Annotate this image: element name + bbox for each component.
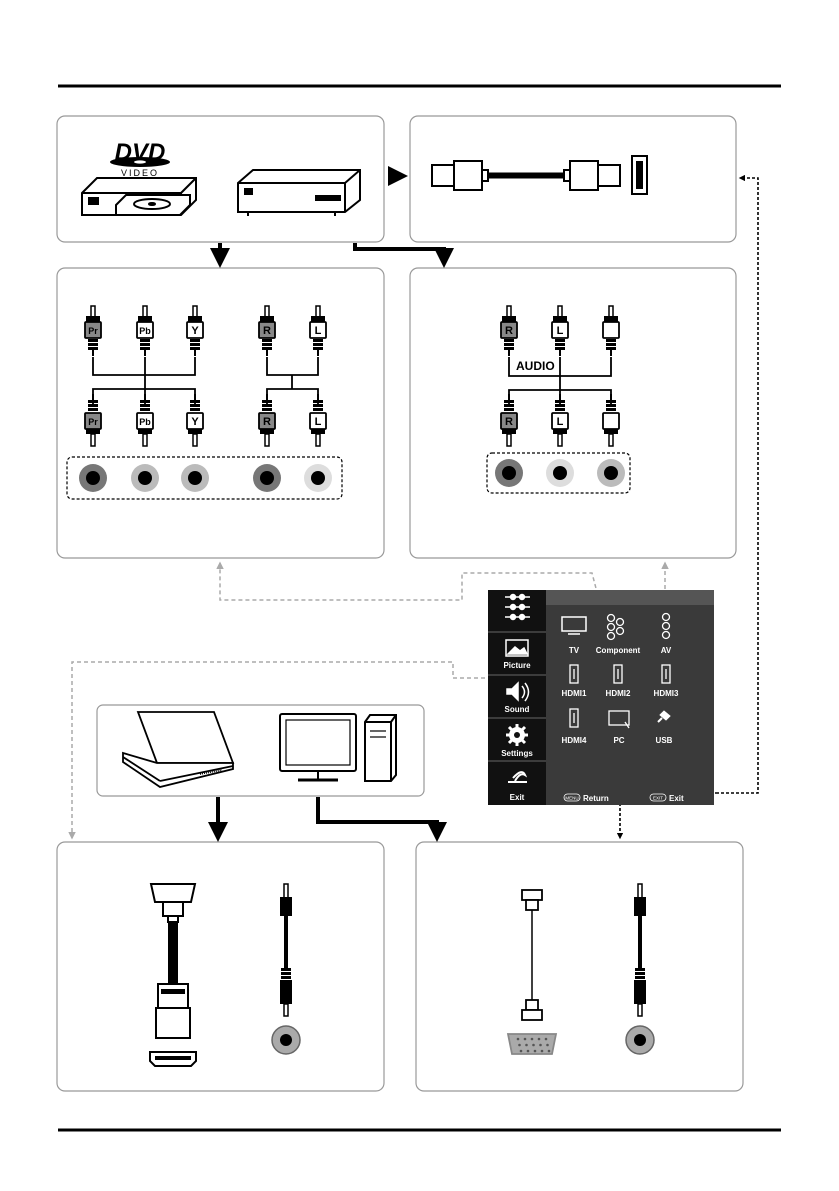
panel-av (410, 268, 736, 558)
audio-cable-icon-2 (634, 884, 646, 1016)
component-top-plug-2-label: Y (191, 325, 199, 337)
hdmi-to-pc-cable-icon (150, 884, 196, 1066)
guide-hdmi-input (716, 178, 758, 793)
av-jack-2 (597, 459, 625, 487)
component-bottom-plug-2-label: Y (191, 416, 199, 428)
source-pc[interactable]: PC (613, 736, 624, 745)
source-av[interactable]: AV (661, 646, 672, 655)
component-wiring (93, 357, 318, 404)
laptop-icon (123, 712, 233, 787)
component-cable-bottom: Pr Pb Y R L (85, 394, 326, 446)
return-label[interactable]: Return (583, 794, 609, 803)
source-menu-screen: Picture Sound Settings Exit TV Component… (488, 590, 714, 805)
source-usb[interactable]: USB (656, 736, 673, 745)
sidebar-label-exit: Exit (510, 793, 525, 802)
component-jack-3 (253, 464, 281, 492)
source-hdmi3[interactable]: HDMI3 (654, 689, 679, 698)
component-bottom-plug-4-label: L (315, 416, 322, 428)
exit-key-text: EXIT (653, 796, 663, 801)
sidebar-label-picture: Picture (503, 661, 531, 670)
av-jack-0 (495, 459, 523, 487)
audio-label: AUDIO (516, 359, 555, 373)
panel-hdmi-audio (57, 842, 384, 1091)
exit-label[interactable]: Exit (669, 794, 684, 803)
component-jack-1 (131, 464, 159, 492)
component-bottom-plug-3-label: R (263, 416, 271, 428)
dvd-player-icon (82, 178, 196, 215)
component-cable-top: Pr Pb Y R L (85, 306, 326, 356)
component-top-plug-2: Y (187, 306, 203, 356)
component-top-plug-0: Pr (85, 306, 101, 356)
component-top-plug-0-label: Pr (88, 326, 98, 336)
component-jack-2 (181, 464, 209, 492)
menu-key-text: MENU (565, 796, 578, 801)
sidebar-label-sound: Sound (505, 705, 530, 714)
svg-text:VIDEO: VIDEO (121, 168, 159, 178)
source-tv[interactable]: TV (569, 646, 580, 655)
component-top-plug-1-label: Pb (139, 326, 151, 336)
set-top-box-icon (238, 170, 360, 216)
panel-vga-audio (416, 842, 743, 1091)
component-jack-4 (304, 464, 332, 492)
settings-icon (506, 724, 528, 746)
arrow-to-av (355, 243, 444, 264)
component-top-plug-4-label: L (315, 325, 322, 337)
av-top-plug-1-label: L (557, 325, 564, 337)
dvd-logo: DVD VIDEO (110, 139, 170, 178)
av-top-plug-0-label: R (505, 325, 513, 337)
source-hdmi2[interactable]: HDMI2 (606, 689, 631, 698)
av-top-plug-1: L (552, 306, 568, 356)
source-hdmi1[interactable]: HDMI1 (562, 689, 587, 698)
component-top-plug-1: Pb (137, 306, 153, 356)
source-hdmi4[interactable]: HDMI4 (562, 736, 587, 745)
component-top-plug-3-label: R (263, 325, 271, 337)
hdmi-cable-icon (432, 156, 647, 194)
component-top-plug-4: L (310, 306, 326, 356)
av-jacks (495, 459, 625, 487)
vga-cable-icon (508, 890, 556, 1054)
av-jack-1 (546, 459, 574, 487)
component-top-plug-3: R (259, 306, 275, 356)
desktop-computer-icon (280, 714, 396, 781)
av-top-plug-2 (603, 306, 619, 356)
av-bottom-plug-0-label: R (505, 416, 513, 428)
component-bottom-plug-0-label: Pr (88, 417, 98, 427)
av-bottom-plug-1-label: L (557, 416, 564, 428)
audio-cable-icon (280, 884, 292, 1016)
component-jack-0 (79, 464, 107, 492)
component-bottom-plug-1-label: Pb (139, 417, 151, 427)
arrow-to-vga-audio (318, 797, 437, 838)
av-top-plug-0: R (501, 306, 517, 356)
panel-component (57, 268, 384, 558)
sidebar-label-settings: Settings (501, 749, 533, 758)
source-component[interactable]: Component (596, 646, 641, 655)
component-jacks (79, 464, 332, 492)
